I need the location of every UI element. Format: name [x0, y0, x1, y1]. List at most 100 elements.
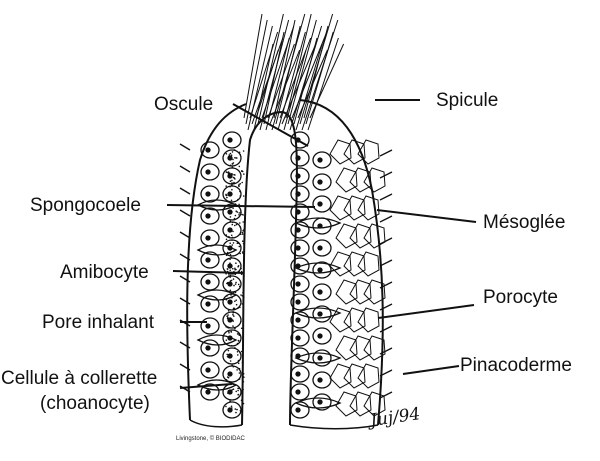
stipple-dot [235, 268, 237, 271]
left-outer-cell-nucleus [205, 389, 211, 395]
stipple-dot [234, 300, 236, 303]
stipple-dot [238, 214, 240, 216]
left-choanocyte [222, 257, 242, 275]
stipple-dot [238, 245, 241, 248]
left-choanocyte [222, 311, 242, 329]
left-outer-cell-nucleus [205, 235, 211, 241]
left-choanocyte-nucleus [227, 299, 233, 305]
stipple-dot [242, 402, 245, 405]
spongocoele-cavity-wall [241, 110, 298, 426]
right-inner-cell-nucleus [317, 377, 323, 383]
pinacocyte-plate [349, 335, 372, 361]
left-outer-cell-nucleus [205, 279, 211, 285]
label-spicule: Spicule [436, 90, 498, 111]
stipple-dot [235, 262, 237, 265]
right-spicule [379, 325, 393, 333]
pinacocyte-plate [335, 391, 358, 417]
stipple-dot [243, 173, 245, 175]
stipple-dot [242, 242, 245, 245]
stipple-dot [242, 221, 244, 223]
stipple-dot [235, 299, 237, 302]
stipple-dot [226, 315, 228, 318]
stipple-dot [234, 174, 236, 176]
left-choanocyte [222, 203, 242, 221]
pinacocyte-plate [363, 335, 386, 361]
stipple-dot [235, 157, 237, 159]
stipple-dot [235, 281, 237, 284]
label-pinacoderme: Pinacoderme [460, 355, 572, 376]
left-outer-cell [200, 163, 220, 181]
stipple-dot [240, 327, 243, 330]
pinacocyte-plate [363, 223, 386, 249]
right-spicule [379, 171, 393, 179]
left-choanocyte-nucleus [227, 389, 233, 395]
pinacocyte-plate [357, 139, 380, 165]
crown-spicule [287, 19, 317, 125]
stipple-dot [236, 369, 238, 371]
stipple-dot [230, 199, 233, 202]
label-pore-inhalant: Pore inhalant [42, 312, 155, 333]
right-choanocyte [290, 185, 310, 203]
stipple-dot [229, 216, 232, 218]
right-choanocyte-nucleus [295, 407, 301, 413]
left-choanocyte [222, 347, 242, 365]
pinacocyte-plate [335, 279, 358, 305]
artist-signature: Juj/94 [366, 404, 422, 431]
right-choanocyte [290, 149, 310, 167]
left-choanocyte [222, 275, 242, 293]
stipple-dot [225, 405, 227, 408]
left-outer-cell [200, 361, 220, 379]
left-choanocyte [222, 167, 242, 185]
right-choanocyte [290, 383, 310, 401]
label-cellule-line2: (choanocyte) [40, 393, 150, 414]
right-spicule [379, 259, 393, 267]
stipple-dot [230, 279, 233, 282]
stipple-dot [230, 405, 233, 408]
stipple-dot [238, 372, 241, 374]
stipple-dot [241, 213, 243, 216]
left-spicule [179, 363, 191, 371]
right-flagellated-chamber [294, 352, 342, 364]
stipple-dot [232, 278, 235, 280]
stipple-dot [237, 389, 239, 392]
stipple-dot [227, 310, 230, 312]
left-choanocyte-nucleus [227, 407, 233, 413]
leader-lines [166, 99, 477, 389]
right-spicule [379, 391, 393, 399]
stipple-dot [231, 163, 234, 165]
crown-spicule [243, 13, 263, 119]
right-flagellated-chamber [294, 217, 342, 229]
pinacocyte-plate [335, 335, 358, 361]
right-choanocyte [290, 365, 310, 383]
right-inner-cell-nucleus [317, 333, 323, 339]
stipple-dot [230, 234, 233, 237]
left-outer-cell-nucleus [205, 345, 211, 351]
crown-spicule [283, 49, 307, 131]
right-choanocyte-nucleus [295, 281, 301, 287]
choanocyte-cells [196, 131, 342, 419]
right-choanocyte [290, 329, 310, 347]
right-inner-cell [312, 371, 332, 389]
stipple-dot [237, 283, 240, 286]
right-spicule [379, 303, 393, 311]
stipple-dot [232, 162, 235, 164]
left-outer-cell-nucleus [205, 147, 211, 153]
pinacocyte-plate [363, 391, 386, 417]
labels: Oscule Spicule Spongocoele Mésoglée Amib… [1, 90, 572, 414]
crown-spicule [267, 43, 295, 119]
right-flagellated-chamber [294, 307, 342, 319]
stipple-dot [228, 274, 230, 276]
stipple-dot [241, 181, 243, 184]
stipple-dot [232, 267, 234, 270]
stipple-dot [235, 303, 238, 306]
left-spicule [179, 231, 191, 239]
left-choanocyte-nucleus [227, 173, 233, 179]
stipple-dot [234, 267, 236, 270]
stipple-dot [231, 151, 234, 153]
stipple-dot [243, 228, 245, 231]
pinacoderme-plates [329, 139, 386, 417]
left-spicule [179, 143, 191, 151]
oscule-spicule-crown [243, 13, 345, 131]
stipple-dot [236, 242, 239, 244]
right-choanocyte-nucleus [295, 155, 301, 161]
